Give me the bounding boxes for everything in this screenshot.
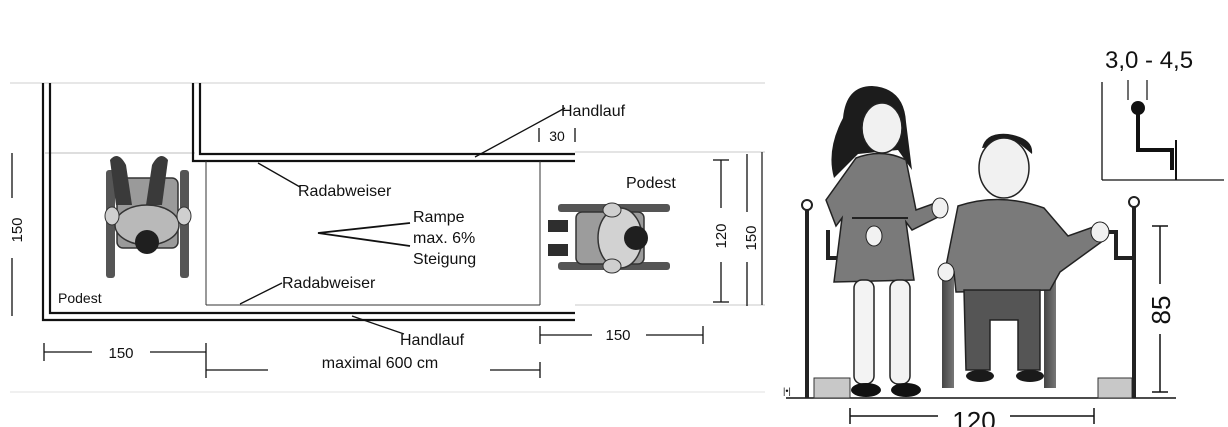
wheelchair-user-top-view-left [104,156,192,278]
dimension-height-85 [1152,225,1168,393]
rampe-label: Rampe [413,209,465,226]
dimension-bottom-left-150 [43,343,207,378]
handrail-post-right [1104,196,1140,398]
radabweiser-bottom-label: Radabweiser [282,275,376,292]
handlauf-top-label: Handlauf [561,103,626,120]
handrail-gap-marker [538,128,576,142]
wheelchair-user-side-view [937,133,1110,388]
dimension-width-120 [849,408,1095,424]
radabweiser-top-label: Radabweiser [298,183,392,200]
ramp-direction-arrow [317,222,411,247]
dimension-width-120-label: 120 [952,406,995,427]
ramp-section-view: 3,0 - 4,5 |•| [765,8,1228,427]
handrail-detail-inset [1101,80,1224,181]
label-leaders [239,107,566,335]
steigung-label: Steigung [413,251,476,268]
rampe-slope-label: max. 6% [413,230,475,247]
dimension-right-150-label: 150 [743,225,760,250]
ramp-wall-top [191,83,575,163]
dimension-bottom-right-150-label: 150 [605,327,630,344]
wheelchair-user-top-view-right [548,202,670,274]
handrail-diameter-label: 3,0 - 4,5 [1105,47,1193,74]
podest-left-label: Podest [58,290,102,306]
podest-right-label: Podest [626,175,676,192]
handlauf-bottom-label: Handlauf [400,332,465,349]
dimension-left-150-label: 150 [9,217,26,242]
standing-person-illustration [825,86,949,397]
ramp-plan-view: 30 Handlauf Radabweiser Rampe max. 6% St… [9,82,765,393]
dimension-right-120-label: 120 [713,223,730,248]
dimension-bottom-left-150-label: 150 [108,345,133,362]
dimension-right-120 [713,159,729,303]
ground-marker: |•| [783,386,791,396]
dimension-max-length-label: maximal 600 cm [322,355,438,372]
dimension-bottom-right-150 [539,326,704,344]
dimension-height-85-label: 85 [1146,296,1176,325]
dimension-max-length [206,362,541,378]
handrail-gap-label: 30 [549,128,565,144]
ramp-wall-left [41,83,575,322]
